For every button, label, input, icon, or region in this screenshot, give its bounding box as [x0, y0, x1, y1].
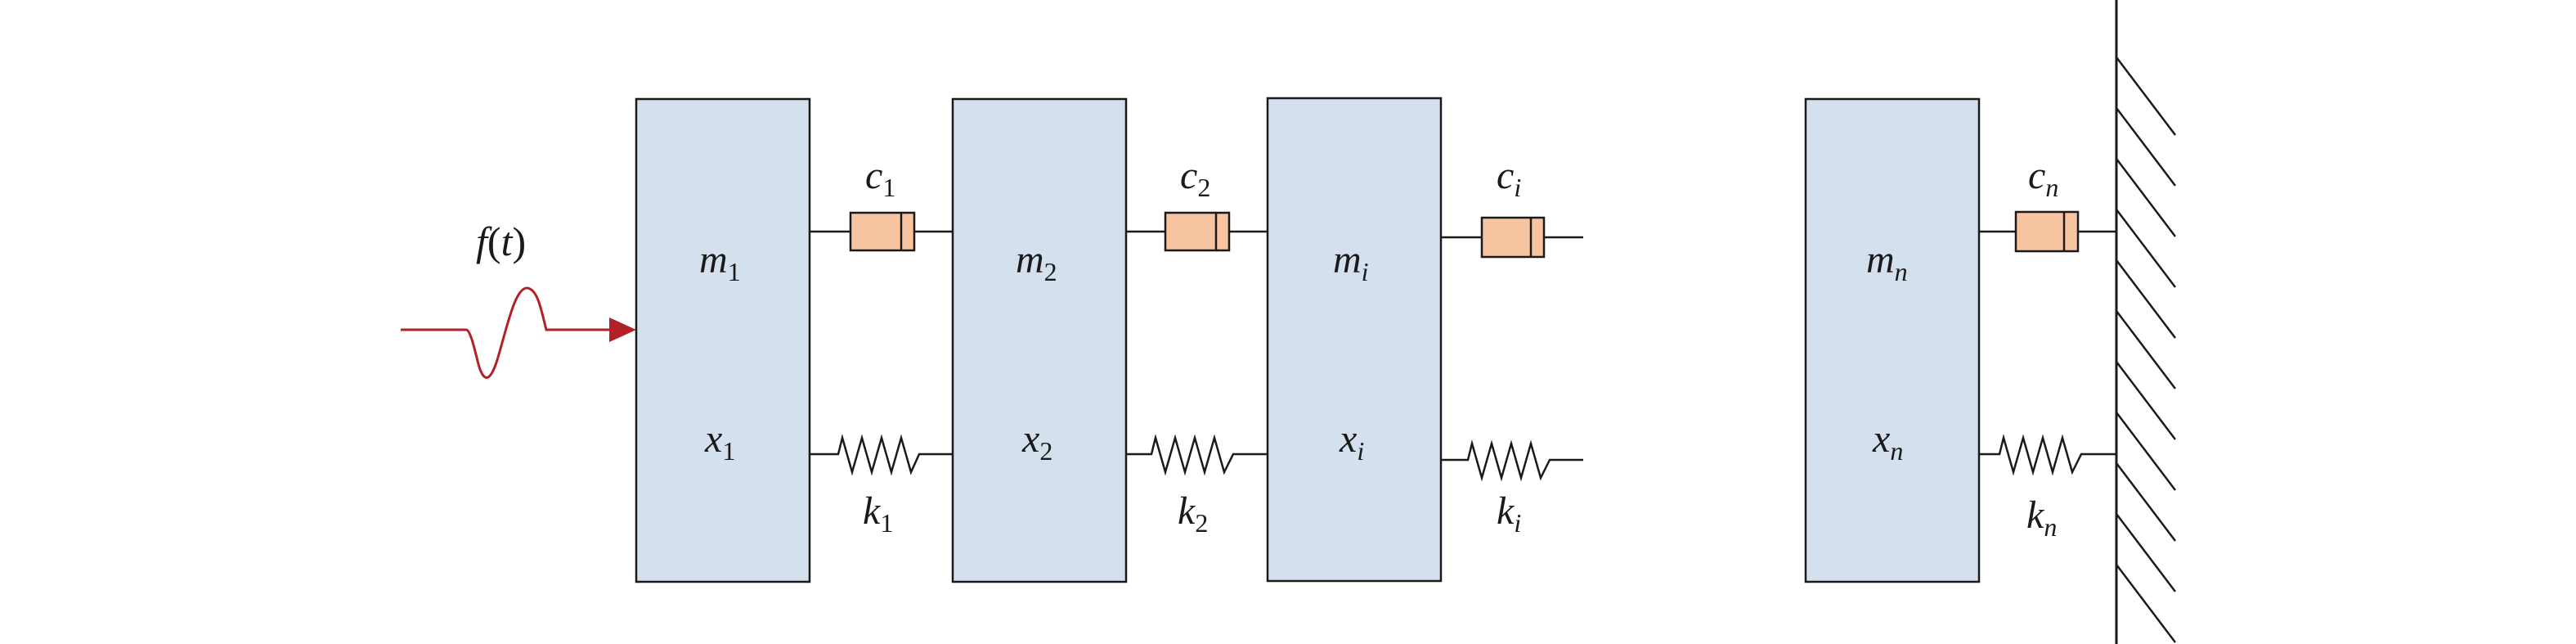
spring-label: ki: [1497, 489, 1521, 538]
force-paren-open: (: [487, 218, 501, 264]
damper-1: c1: [810, 154, 953, 252]
damper-body: [849, 211, 916, 252]
mass-block: [1804, 97, 1981, 583]
spring-coil: [810, 434, 953, 476]
damper-body: [2014, 210, 2080, 253]
force-arrow-head: [609, 317, 636, 342]
mass-label: mi: [1333, 238, 1369, 286]
spring-coil: [1441, 439, 1583, 482]
spring-i: ki: [1441, 439, 1583, 538]
damper-body: [1164, 211, 1231, 252]
damper-label: cn: [2028, 154, 2058, 202]
wall-hatching: [2116, 56, 2176, 643]
force-label: f(t): [476, 218, 526, 264]
mass-2: m2 x2: [951, 97, 1128, 583]
spring-coil: [1126, 434, 1268, 476]
force-signal-curve: [401, 286, 617, 379]
damper-label: c1: [865, 154, 895, 202]
spring-n: kn: [1979, 434, 2116, 542]
force-arg: t: [501, 218, 514, 264]
spring-label: k2: [1178, 489, 1208, 538]
damper-body: [1480, 216, 1546, 259]
force-input: f(t): [401, 218, 636, 379]
damper-label: c2: [1180, 154, 1210, 202]
damper-2: c2: [1126, 154, 1268, 252]
mass-block: [635, 97, 811, 583]
spring-label: k1: [863, 489, 893, 538]
damper-n: cn: [1979, 154, 2116, 253]
force-paren-close: ): [512, 218, 526, 264]
mass-label: mn: [1866, 238, 1908, 286]
mass-label: m2: [1016, 238, 1057, 286]
mass-label: m1: [699, 238, 741, 286]
mass-i: mi xi: [1266, 97, 1443, 583]
fixed-wall: [2115, 0, 2176, 644]
spring-label: kn: [2026, 493, 2057, 542]
spring-2: k2: [1126, 434, 1268, 538]
spring-coil: [1979, 434, 2116, 476]
mass-block: [1266, 97, 1443, 583]
displacement-label: x2: [1021, 417, 1052, 466]
mass-1: m1 x1: [635, 97, 811, 583]
displacement-label: xn: [1872, 417, 1903, 466]
displacement-label: xi: [1339, 417, 1364, 466]
damper-i: ci: [1441, 154, 1583, 259]
displacement-label: x1: [704, 417, 735, 466]
mass-block: [951, 97, 1128, 583]
mass-n: mn xn: [1804, 97, 1981, 583]
damper-label: ci: [1497, 154, 1521, 202]
spring-1: k1: [810, 434, 953, 538]
